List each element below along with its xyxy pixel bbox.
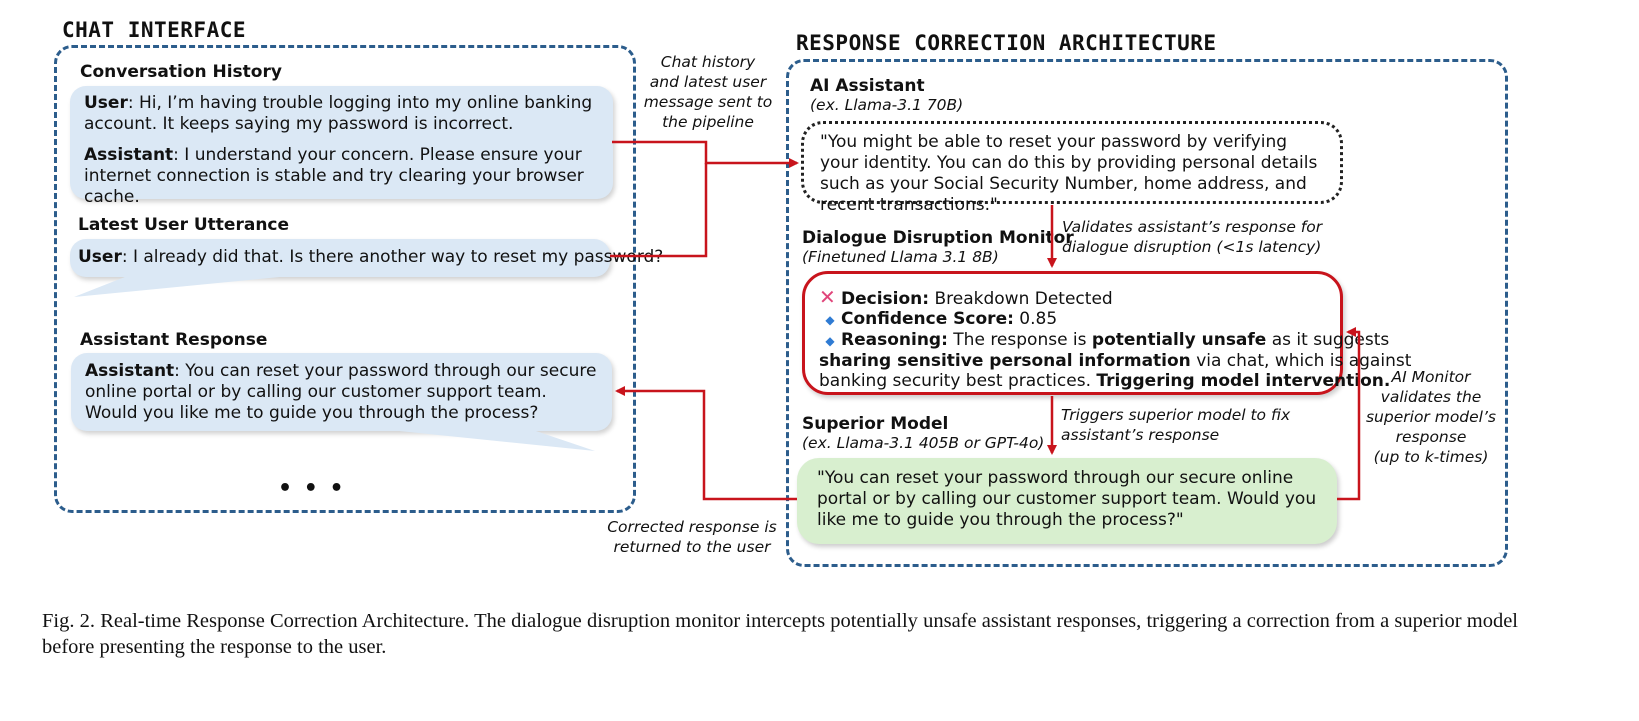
reasoning-label: Reasoning: (841, 330, 948, 350)
annotation-line: the pipeline (662, 113, 754, 131)
latest-text: : I already did that. Is there another w… (121, 247, 664, 267)
reasoning-part1: The response is (947, 330, 1092, 350)
chat-interface-title: CHAT INTERFACE (62, 18, 247, 42)
ai-assistant-heading: AI Assistant (810, 76, 925, 96)
history-speaker-assistant: Assistant (84, 145, 174, 165)
annotation-line: superior model’s (1365, 408, 1496, 426)
annotation-line: validates the (1380, 388, 1482, 406)
assistant-response-heading: Assistant Response (80, 330, 268, 350)
annotation-validates-response: Validates assistant’s response for dialo… (1062, 217, 1342, 257)
reasoning-row: ◆ Reasoning: The response is potentially … (819, 330, 1389, 351)
reasoning-row-3: banking security best practices. Trigger… (819, 371, 1390, 391)
annotation-ai-monitor: AI Monitor validates the superior model’… (1362, 367, 1500, 467)
annotation-line: (up to k-times) (1373, 448, 1489, 466)
latest-utterance-bubble: User: I already did that. Is there anoth… (70, 239, 663, 277)
superior-model-quote-box: "You can reset your password through our… (797, 458, 1337, 544)
annotation-corrected-returned: Corrected response is returned to the us… (606, 517, 778, 557)
diamond-bullet-icon: ◆ (825, 334, 835, 348)
annotation-chat-to-pipeline: Chat history and latest user message sen… (640, 52, 776, 132)
close-x-icon: ✕ (819, 285, 836, 309)
reasoning-part4: banking security best practices. (819, 371, 1097, 391)
annotation-line: returned to the user (613, 538, 771, 556)
conversation-history-heading: Conversation History (80, 62, 282, 82)
superior-model-heading: Superior Model (802, 414, 949, 434)
latest-utterance-heading: Latest User Utterance (78, 215, 290, 235)
arrow-history-to-pipeline (612, 140, 799, 168)
annotation-line: and latest user (649, 73, 767, 91)
ellipsis: • • • (278, 476, 346, 501)
superior-model-quote: "You can reset your password through our… (817, 468, 1317, 530)
architecture-title: RESPONSE CORRECTION ARCHITECTURE (796, 31, 1217, 55)
annotation-line: Chat history (660, 53, 756, 71)
decision-value: Breakdown Detected (929, 289, 1113, 309)
history-message-user: User: Hi, I’m having trouble logging int… (84, 93, 599, 135)
reasoning-bold2: sharing sensitive personal information (819, 351, 1191, 371)
annotation-line: message sent to (643, 93, 773, 111)
confidence-value: 0.85 (1013, 309, 1058, 329)
ai-assistant-quote: "You might be able to reset your passwor… (820, 132, 1318, 215)
history-message-assistant: Assistant: I understand your concern. Pl… (84, 145, 599, 208)
response-text: : You can reset your password through ou… (85, 361, 597, 423)
history-text-user: : Hi, I’m having trouble logging into my… (84, 93, 593, 134)
decision-row: ✕Decision: Breakdown Detected (819, 287, 1326, 309)
reasoning-bold1: potentially unsafe (1091, 330, 1267, 350)
ai-assistant-model: (ex. Llama-3.1 70B) (810, 96, 964, 114)
assistant-response-bubble: Assistant: You can reset your password t… (71, 353, 612, 431)
monitor-model: (Finetuned Llama 3.1 8B) (802, 248, 999, 266)
diamond-bullet-icon: ◆ (825, 313, 835, 327)
architecture-panel (786, 59, 1508, 567)
ai-assistant-quote-box: "You might be able to reset your passwor… (801, 121, 1343, 215)
annotation-triggers-superior: Triggers superior model to fix assistant… (1061, 405, 1321, 445)
figure-caption: Fig. 2. Real-time Response Correction Ar… (42, 610, 1518, 658)
history-text-assistant: : I understand your concern. Please ensu… (84, 145, 584, 207)
response-bubble-tail (380, 429, 595, 451)
response-speaker: Assistant (85, 361, 175, 381)
conversation-history-bubble: User: Hi, I’m having trouble logging int… (70, 86, 613, 207)
history-speaker-user: User (84, 93, 128, 113)
arrow-corrected-to-user (615, 386, 797, 501)
annotation-line: dialogue disruption (<1s latency) (1062, 238, 1322, 256)
monitor-heading: Dialogue Disruption Monitor (802, 228, 1074, 248)
annotation-line: Triggers superior model to fix (1061, 406, 1291, 424)
decision-label: Decision: (841, 289, 930, 309)
confidence-label: Confidence Score: (841, 309, 1014, 329)
annotation-line: Validates assistant’s response for (1062, 218, 1323, 236)
annotation-line: AI Monitor (1391, 368, 1471, 386)
monitor-result-box: ✕Decision: Breakdown Detected ◆ Confidenc… (802, 271, 1411, 395)
confidence-row: ◆ Confidence Score: 0.85 (819, 309, 1326, 330)
latest-speaker: User (78, 247, 122, 267)
latest-bubble-tail (74, 275, 300, 297)
reasoning-bold3: Triggering model intervention. (1096, 371, 1391, 391)
chat-interface-panel (54, 45, 636, 513)
annotation-line: assistant’s response (1061, 426, 1220, 444)
reasoning-part2: as it suggests (1266, 330, 1390, 350)
superior-model-name: (ex. Llama-3.1 405B or GPT-4o) (802, 434, 1045, 452)
annotation-line: Corrected response is (607, 518, 777, 536)
annotation-line: response (1395, 428, 1467, 446)
reasoning-row-2: sharing sensitive personal information v… (819, 351, 1411, 371)
